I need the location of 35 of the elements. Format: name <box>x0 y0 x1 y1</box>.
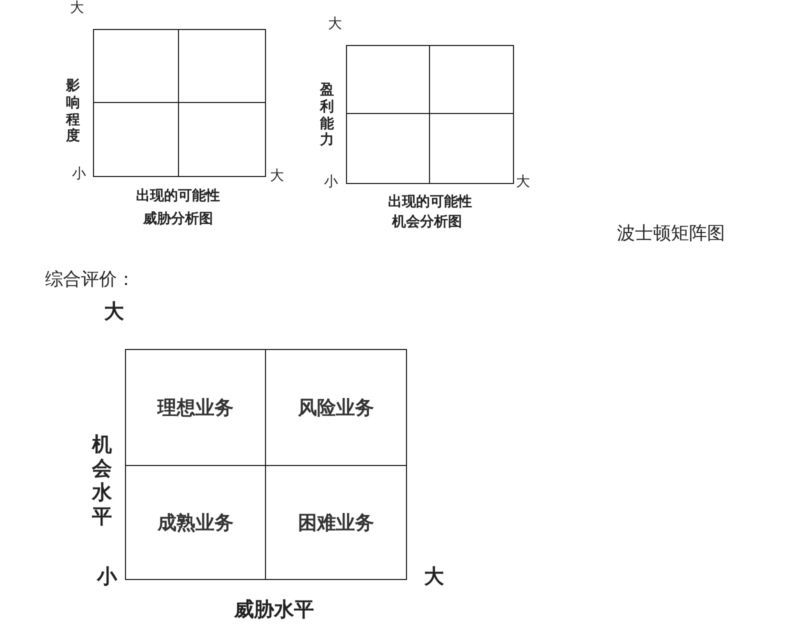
axis-label: 大 <box>104 300 124 323</box>
matrix-cell <box>346 45 430 114</box>
axis-label: 小 <box>97 565 117 588</box>
axis-title: 影响程度 <box>66 78 81 146</box>
section-heading: 综合评价： <box>45 270 135 291</box>
axis-label: 小 <box>324 174 338 190</box>
matrix-quadrant <box>125 465 266 580</box>
quadrant-label: 成熟业务 <box>158 510 234 536</box>
axis-title: 威胁水平 <box>234 598 314 621</box>
title: 波士顿矩阵图 <box>617 224 725 245</box>
axis-label: 大 <box>516 174 530 190</box>
chart-caption: 机会分析图 <box>392 214 462 230</box>
axis-label: 大 <box>328 16 342 32</box>
matrix-cell <box>93 102 179 177</box>
matrix-cell <box>346 113 430 184</box>
matrix-quadrant <box>265 349 407 466</box>
quadrant-label: 理想业务 <box>158 396 234 420</box>
axis-label: 大 <box>424 565 444 588</box>
matrix-cell <box>178 102 266 177</box>
matrix-cell <box>429 45 514 114</box>
axis-label: 大 <box>70 0 84 16</box>
chart-caption: 威胁分析图 <box>143 211 213 228</box>
axis-label: 大 <box>270 168 284 184</box>
matrix-quadrant <box>125 349 266 466</box>
axis-title: 盈利能力 <box>320 82 335 150</box>
axis-label: 小 <box>72 166 86 182</box>
quadrant-label: 风险业务 <box>298 396 374 420</box>
axis-title: 机会水平 <box>92 432 113 528</box>
axis-title: 出现的可能性 <box>136 188 220 204</box>
matrix-cell <box>93 29 179 103</box>
axis-title: 出现的可能性 <box>388 194 472 210</box>
matrix-cell <box>178 29 266 103</box>
quadrant-label: 困难业务 <box>298 510 374 536</box>
matrix-cell <box>429 113 514 184</box>
matrix-quadrant <box>265 465 407 580</box>
